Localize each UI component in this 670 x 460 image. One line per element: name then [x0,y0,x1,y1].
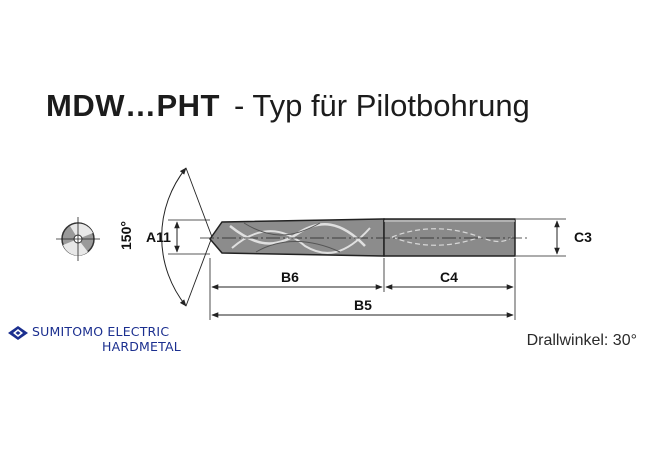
angle-label: 150° [118,221,134,250]
company-logo: SUMITOMO ELECTRIC HARDMETAL [8,324,181,354]
c3-dimension: C3 [516,218,592,257]
point-angle-dimension: 150° [118,167,213,307]
drill-shank [383,218,516,257]
page-title: MDW…PHT - Typ für Pilotbohrung [46,88,530,124]
helix-angle-label: Drallwinkel: 30° [526,332,637,349]
b5-label: B5 [354,297,372,313]
c3-label: C3 [574,229,592,245]
title-model: MDW…PHT [46,88,220,123]
b6-label: B6 [281,269,299,285]
c4-dimension: C4 [385,269,514,290]
drill-body [209,218,385,257]
b6-dimension: B6 [211,269,383,290]
logo-line-1: SUMITOMO ELECTRIC [32,324,170,339]
end-view-icon [56,217,100,261]
a11-label: A11 [146,229,171,245]
logo-line-2: HARDMETAL [102,339,181,354]
b5-dimension: B5 [211,297,514,318]
sumitomo-logo-icon [8,326,28,340]
c4-label: C4 [440,269,458,285]
a11-dimension: A11 [146,219,210,255]
title-description: - Typ für Pilotbohrung [233,88,530,123]
